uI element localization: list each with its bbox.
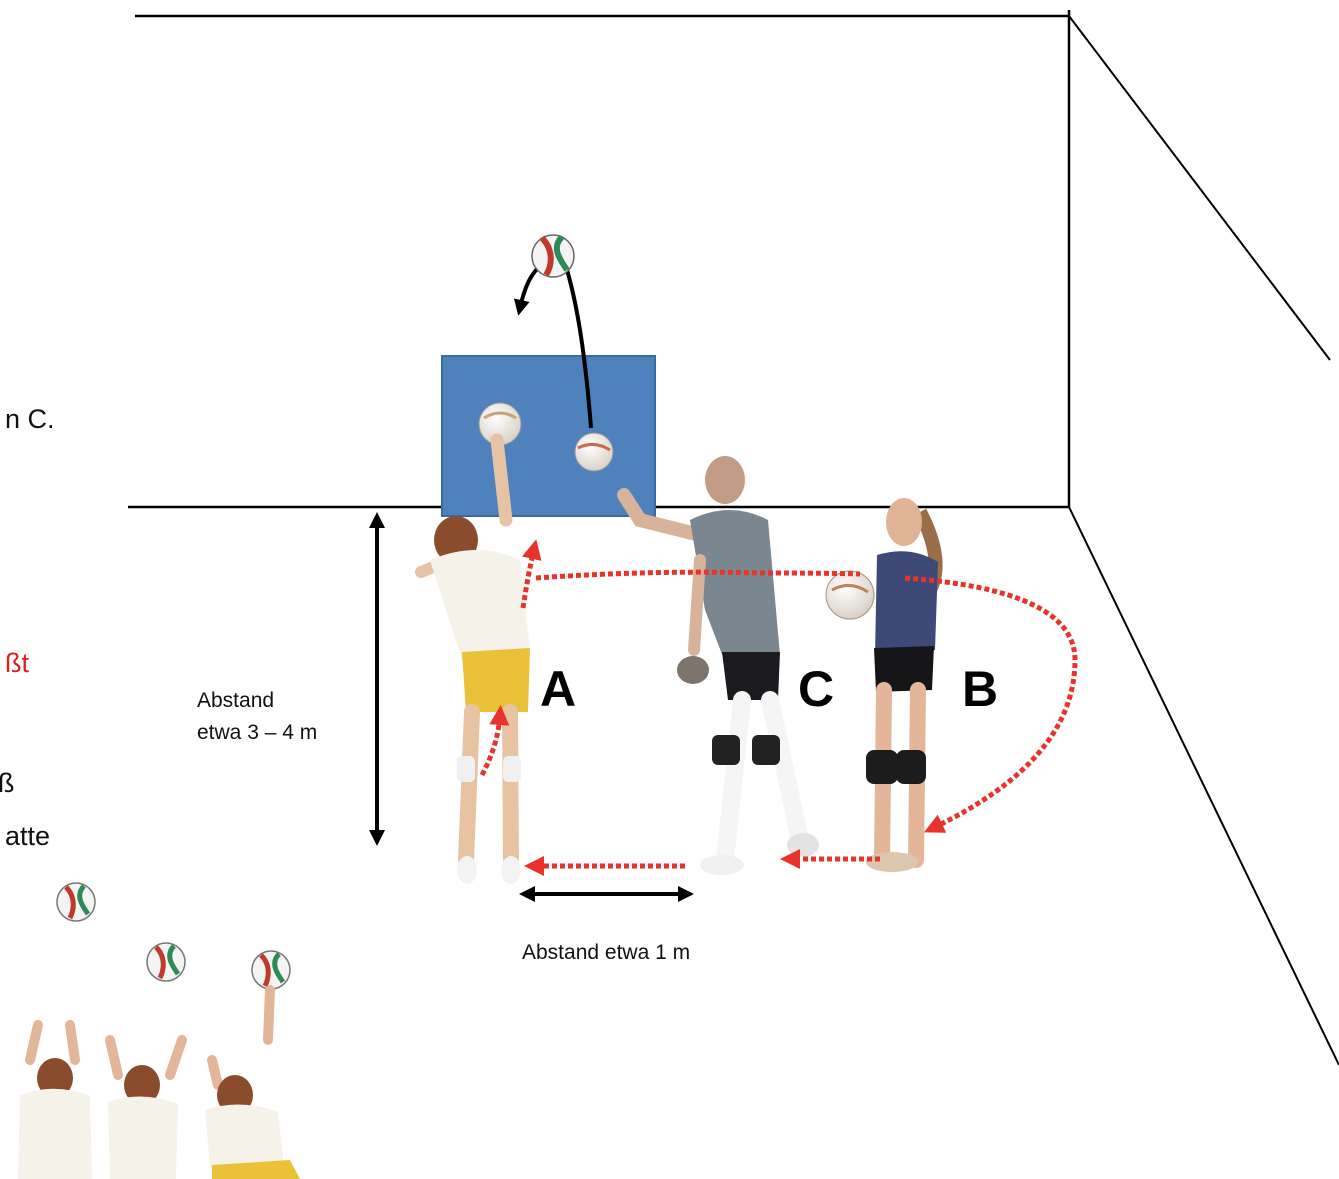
left-text-fragment: atte xyxy=(5,821,51,851)
left-text-fragment: n C. xyxy=(5,404,55,434)
wall-distance-label-line2: etwa 3 – 4 m xyxy=(197,721,318,744)
player-b-label: B xyxy=(962,661,999,717)
volleyball-icon xyxy=(251,950,291,990)
volleyball-icon xyxy=(146,942,186,982)
sequence-illustration xyxy=(18,882,300,1179)
rotation-arrow xyxy=(479,705,510,777)
left-text-fragment: ß xyxy=(0,768,15,798)
rotation-arrow xyxy=(520,539,542,609)
player-distance-label: Abstand etwa 1 m xyxy=(522,941,691,964)
wall-distance-label-line1: Abstand xyxy=(197,689,275,712)
volleyball-icon xyxy=(574,432,614,472)
rotation-arrow xyxy=(535,569,861,581)
player-a-figure xyxy=(415,433,530,884)
side-wall-top xyxy=(1068,15,1331,361)
volleyball-icon xyxy=(531,234,575,278)
volleyball-icon xyxy=(56,882,96,922)
wall-target-square xyxy=(441,355,656,517)
side-wall-bottom xyxy=(1068,506,1339,1066)
left-text-fragment-red: ßt xyxy=(5,648,29,678)
player-c-label: C xyxy=(798,661,835,717)
player-c-figure xyxy=(617,456,819,875)
player-b-figure xyxy=(825,498,943,872)
rotation-arrow xyxy=(904,575,1078,833)
volleyball-icon xyxy=(478,402,522,446)
rotation-arrows xyxy=(479,539,1078,876)
player-a-label: A xyxy=(540,661,577,717)
